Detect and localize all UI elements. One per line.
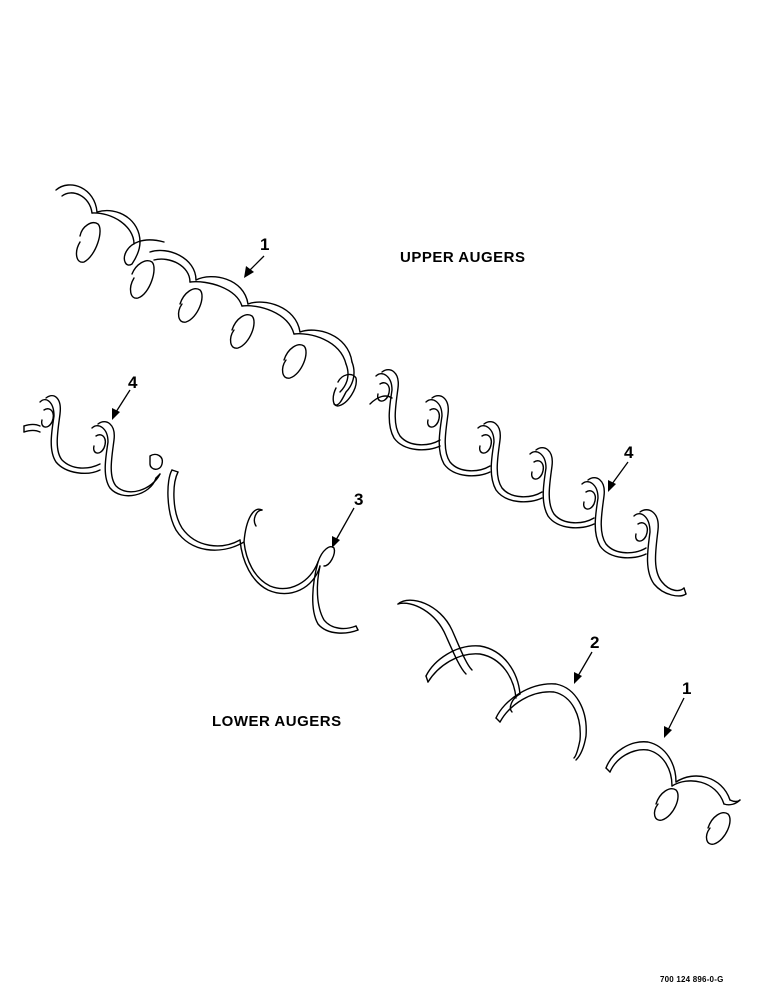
lower-auger-flighting-3	[167, 469, 359, 634]
lower-auger-flighting-2	[397, 599, 587, 761]
lower-auger-flighting-1	[605, 741, 741, 845]
callout-upper-4: 4	[624, 443, 634, 462]
callout-upper-1: 1	[260, 235, 269, 254]
upper-augers-title: UPPER AUGERS	[400, 249, 525, 266]
upper-auger-flighting-1	[55, 184, 357, 407]
callout-lower-2: 2	[590, 633, 599, 652]
callout-lower-1: 1	[682, 679, 691, 698]
callout-lower-4: 4	[128, 373, 138, 392]
lower-auger-flighting-4	[23, 395, 164, 497]
lower-augers-title: LOWER AUGERS	[212, 713, 342, 730]
document-number: 700 124 896-0-G	[660, 975, 724, 984]
callout-lower-3: 3	[354, 490, 363, 509]
upper-auger-flighting-4	[369, 369, 687, 597]
leader-arrows	[112, 255, 685, 738]
